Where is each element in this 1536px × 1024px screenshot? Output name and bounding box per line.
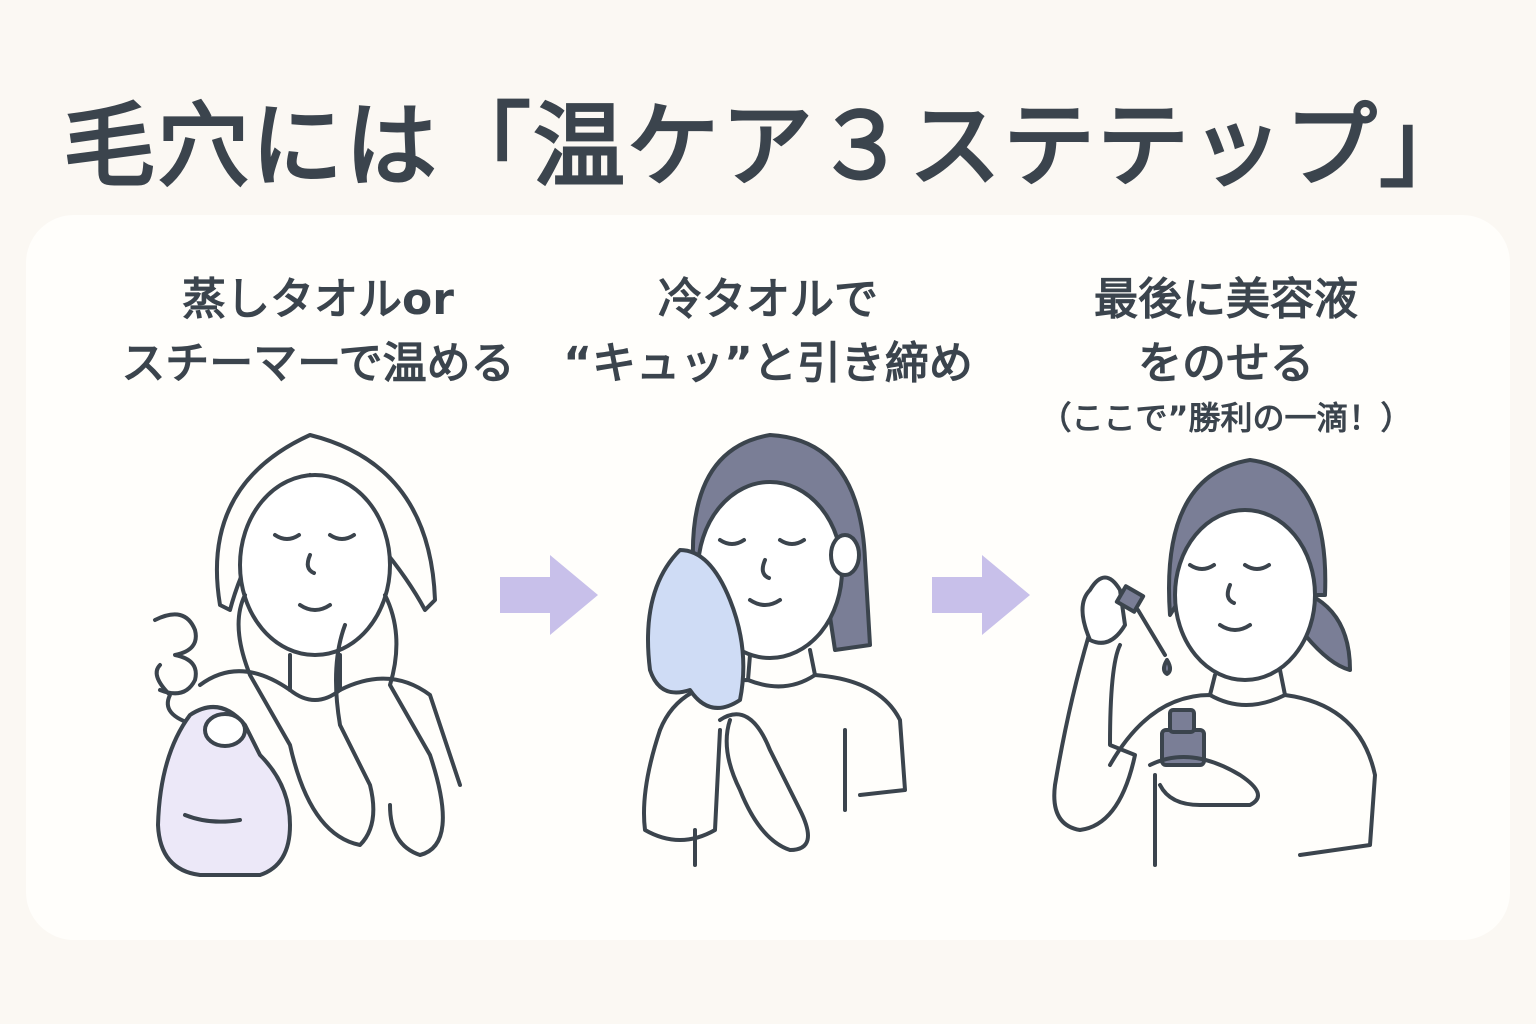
step-3-caption: 最後に美容液 をのせる （ここで”勝利の一滴！） [986, 268, 1466, 440]
step-3-line2: をのせる [1138, 338, 1314, 389]
step-2-caption: 冷タオルで “キュッ”と引き締め [528, 268, 1008, 396]
step-2-line2: “キュッ”と引き締め [563, 338, 973, 389]
steamer-woman-icon [153, 433, 462, 877]
step-1-line2: スチーマーで温める [121, 338, 515, 389]
step-3-line1: 最後に美容液 [1094, 274, 1358, 325]
serum-woman-icon [1052, 458, 1377, 867]
arrow-right-icon [932, 555, 1030, 635]
page-title: 毛穴には「温ケア３ステテップ」 [62, 93, 1473, 200]
arrow-right-icon [500, 555, 598, 635]
step-2-line1: 冷タオルで [658, 274, 878, 325]
step-1-caption: 蒸しタオルor スチーマーで温める [78, 268, 558, 396]
step-1-line1: 蒸しタオルor [182, 274, 454, 325]
step-3-note: （ここで”勝利の一滴！） [1039, 399, 1413, 437]
towel-woman-icon [642, 433, 907, 867]
